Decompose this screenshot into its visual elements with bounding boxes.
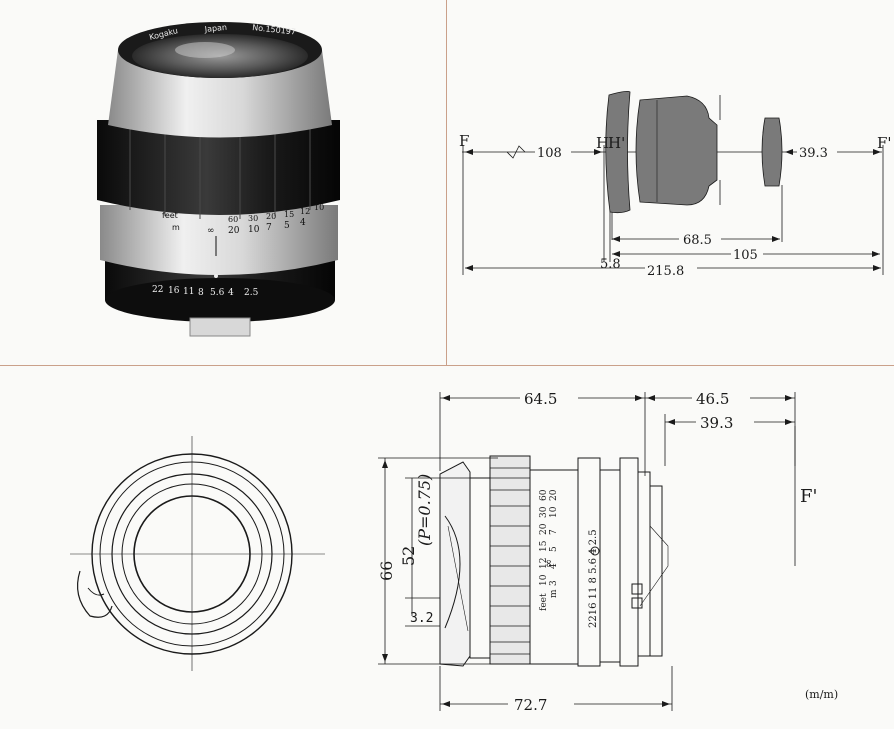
svg-text:7: 7 <box>266 223 272 233</box>
svg-text:8: 8 <box>198 288 204 298</box>
label-focal-rear: F' <box>877 134 892 152</box>
dim-diameter: 66 <box>377 561 396 581</box>
svg-text:2.5: 2.5 <box>244 288 259 298</box>
svg-text:20: 20 <box>539 523 549 535</box>
dim-back-focus: 39.3 <box>799 146 828 161</box>
unit-label: (m/m) <box>805 688 838 701</box>
label-focal-plane: F' <box>800 486 817 507</box>
drawing-infinity-mark: ∞ <box>542 559 555 568</box>
dim-filter: 52 <box>399 546 418 566</box>
svg-text:60: 60 <box>539 489 549 501</box>
dim-length-to-mount: 64.5 <box>524 390 557 408</box>
svg-text:10: 10 <box>549 506 559 518</box>
svg-text:7: 7 <box>549 529 559 535</box>
drawing-aperture-scale: 2216 11 8 5.6 4 2.5 <box>588 529 599 628</box>
svg-text:10: 10 <box>248 225 260 235</box>
svg-text:10: 10 <box>314 203 324 212</box>
svg-text:20: 20 <box>228 226 240 236</box>
svg-text:12: 12 <box>300 207 310 216</box>
svg-text:5: 5 <box>284 221 290 231</box>
svg-text:10: 10 <box>539 574 549 586</box>
photo-feet-label: feet <box>162 211 178 220</box>
svg-text:20: 20 <box>549 489 559 501</box>
dim-rear-extension: 46.5 <box>696 390 729 408</box>
svg-text:4: 4 <box>300 218 306 228</box>
svg-text:20: 20 <box>266 212 276 221</box>
engraving-country: Japan <box>203 23 227 34</box>
svg-text:4: 4 <box>549 563 559 569</box>
drawing-feet-label: feet <box>539 593 549 611</box>
svg-text:16: 16 <box>168 286 180 296</box>
svg-text:15: 15 <box>284 210 294 219</box>
dim-thread-pitch: (P=0.75) <box>415 474 434 546</box>
svg-text:5.6: 5.6 <box>210 288 225 298</box>
dim-h-to-rear: 105 <box>733 248 758 263</box>
dim-h-separation: 5.8 <box>600 257 621 272</box>
dim-total-length: 72.7 <box>514 696 547 714</box>
label-principal-h-prime: H' <box>608 134 625 152</box>
svg-text:5: 5 <box>549 546 559 552</box>
svg-text:3: 3 <box>549 580 559 586</box>
side-view <box>439 455 669 667</box>
svg-text:∞: ∞ <box>207 226 215 236</box>
svg-text:11: 11 <box>183 287 194 297</box>
photo-m-label: m <box>172 223 180 232</box>
svg-text:30: 30 <box>248 214 258 223</box>
drawing-m-label: m <box>549 589 559 598</box>
lens-elements <box>605 91 783 214</box>
dim-front-recess: 3.2 <box>410 611 433 626</box>
label-focal-front: F <box>459 132 469 150</box>
photo-feet-scale: 60 30 20 15 12 10 <box>228 203 324 224</box>
svg-text:4: 4 <box>228 288 234 298</box>
label-principal-h: H <box>596 134 609 152</box>
svg-text:15: 15 <box>539 540 549 552</box>
svg-text:60: 60 <box>228 215 238 224</box>
svg-text:12: 12 <box>539 558 549 569</box>
dim-flange-focal: 39.3 <box>700 414 733 432</box>
rear-view <box>70 436 325 671</box>
optical-diagram-panel: F H H' F' 108 39.3 68.5 105 5.8 215.8 <box>447 0 894 366</box>
svg-text:22: 22 <box>152 285 163 295</box>
panel-divider-vertical <box>446 0 447 366</box>
dim-front-focus: 108 <box>537 146 562 161</box>
dim-total: 215.8 <box>647 264 684 279</box>
optical-diagram: F H H' F' 108 39.3 68.5 105 5.8 215.8 <box>459 91 892 279</box>
dim-lens-group: 68.5 <box>683 233 712 248</box>
svg-text:30: 30 <box>539 506 549 518</box>
panel-divider-horizontal <box>0 365 894 366</box>
